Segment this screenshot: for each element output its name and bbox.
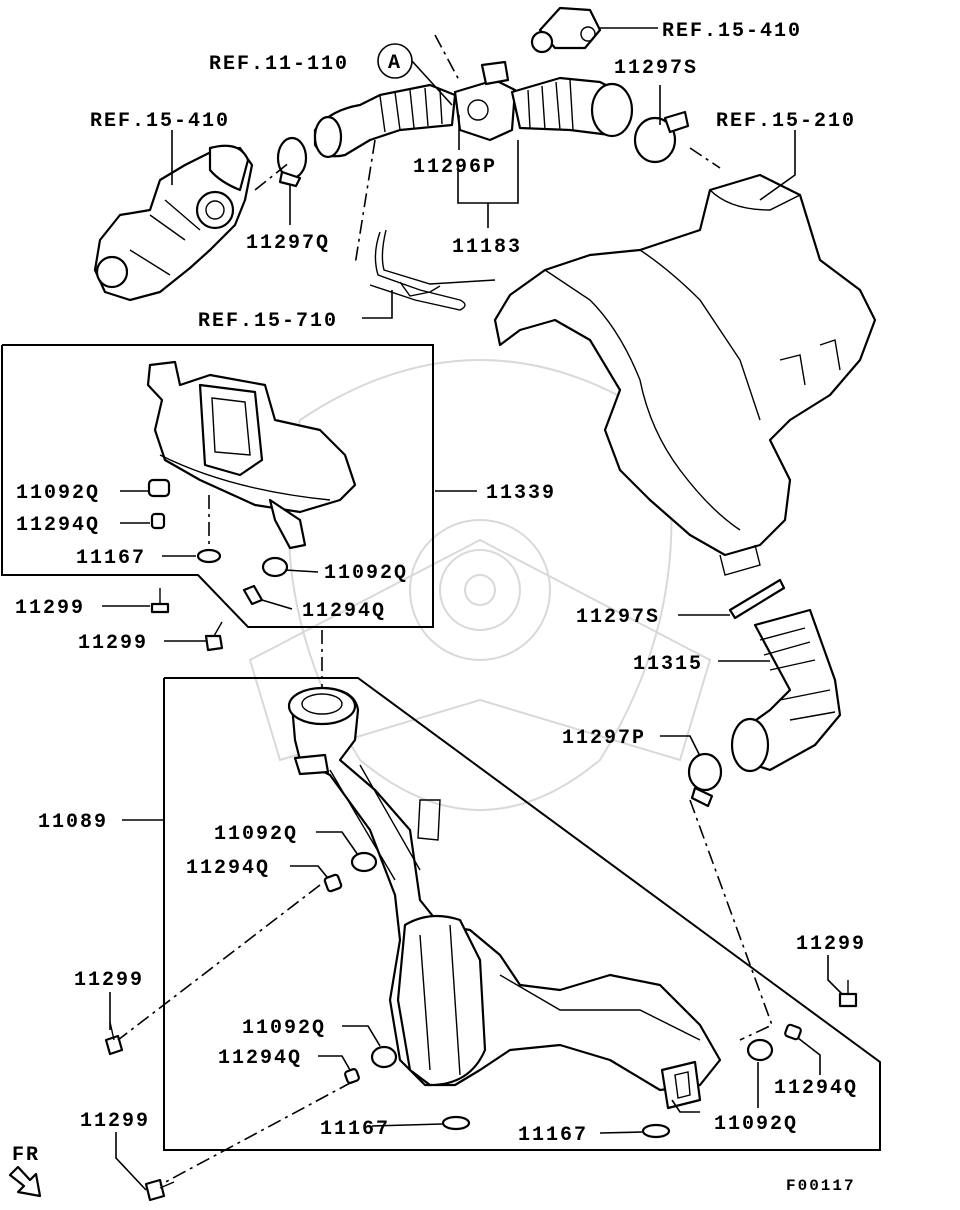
label-11167-c: 11167 (518, 1124, 588, 1147)
label-ref-15-710: REF.15-710 (198, 310, 338, 333)
label-11299-a: 11299 (15, 597, 85, 620)
label-11294q-c: 11294Q (186, 857, 270, 880)
label-11092q-b: 11092Q (324, 562, 408, 585)
centerlines (117, 34, 774, 1186)
label-11297q-top: 11297Q (246, 232, 330, 255)
label-11297s-mid: 11297S (576, 606, 660, 629)
label-ref-15-410-left: REF.15-410 (90, 110, 230, 133)
label-callout-a: A (388, 52, 402, 75)
label-ref-11-110: REF.11-110 (209, 53, 349, 76)
turbocharger-part (93, 144, 254, 302)
clamp-11297p (687, 752, 723, 808)
label-11315: 11315 (633, 653, 703, 676)
intake-duct-11315 (730, 608, 842, 773)
figure-code: F00117 (786, 1177, 856, 1195)
label-11294q-a: 11294Q (16, 514, 100, 537)
label-11299-e: 11299 (80, 1110, 150, 1133)
label-11296p: 11296P (413, 156, 497, 179)
watermark-emblem (248, 359, 712, 811)
label-11294q-b: 11294Q (302, 600, 386, 623)
label-11299-c: 11299 (796, 933, 866, 956)
label-11167-b: 11167 (320, 1118, 390, 1141)
label-11089: 11089 (38, 811, 108, 834)
circle-callout-icon (377, 43, 413, 79)
label-11294q-d: 11294Q (218, 1047, 302, 1070)
label-11297s-top: 11297S (614, 57, 698, 80)
hose-clamps (276, 110, 690, 188)
label-fr: FR (12, 1144, 40, 1167)
bolt-parts-lower (104, 980, 858, 1202)
label-11167-a: 11167 (76, 547, 146, 570)
label-11339: 11339 (486, 482, 556, 505)
bolt-parts-upper (150, 588, 224, 652)
top-sensor-part (530, 6, 602, 54)
sensor-body-part (453, 60, 517, 142)
air-intake-duct-11089 (287, 686, 722, 1110)
label-11092q-e: 11092Q (714, 1113, 798, 1136)
label-11183: 11183 (452, 236, 522, 259)
label-ref-15-210: REF.15-210 (716, 110, 856, 133)
air-cleaner-housing (493, 173, 877, 576)
vacuum-hose-part (369, 229, 496, 311)
clamp-11297s-mid (728, 578, 786, 620)
label-11297p: 11297P (562, 727, 646, 750)
intake-hose-upper (313, 83, 457, 159)
label-11294q-e: 11294Q (774, 1077, 858, 1100)
label-11299-d: 11299 (74, 969, 144, 992)
label-11092q-c: 11092Q (214, 823, 298, 846)
label-ref-15-410-top: REF.15-410 (662, 20, 802, 43)
label-11092q-a: 11092Q (16, 482, 100, 505)
label-11092q-d: 11092Q (242, 1017, 326, 1040)
fr-arrow-icon (8, 1165, 42, 1198)
resonator-part (146, 360, 357, 550)
part-labels: REF.15-410 REF.11-110 A 11297S REF.15-41… (12, 20, 866, 1195)
intake-hose-bellows (510, 76, 634, 138)
grommet-parts-upper (147, 478, 289, 606)
label-11299-b: 11299 (78, 632, 148, 655)
grommet-parts-lower (323, 851, 802, 1139)
assembly-frames (1, 344, 881, 1151)
leader-lines (102, 27, 843, 1191)
